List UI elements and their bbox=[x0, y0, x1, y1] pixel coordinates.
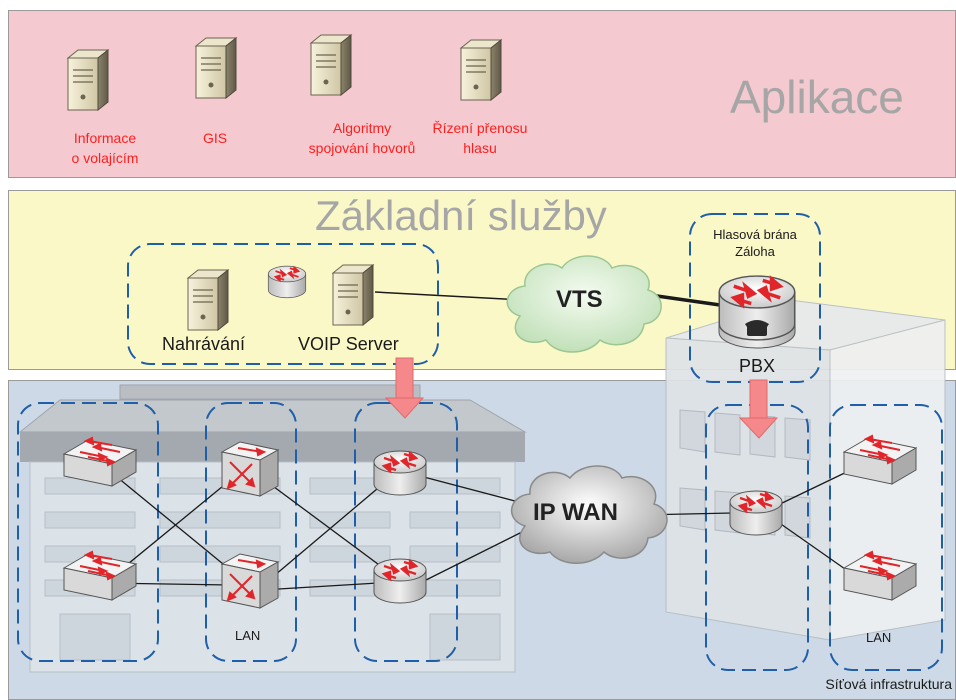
lan-group-access-left bbox=[17, 402, 159, 662]
lan-group-core-left bbox=[205, 402, 297, 662]
server-icon-voip bbox=[332, 264, 374, 326]
multilayer-switch-icon-bottom bbox=[221, 553, 279, 609]
link-voip-vts bbox=[374, 291, 523, 301]
pbx-label: PBX bbox=[739, 356, 776, 376]
core-services-group bbox=[127, 243, 439, 365]
ip-wan-cloud-icon bbox=[510, 465, 668, 564]
recording-label: Nahrávání bbox=[162, 334, 246, 354]
arrow-gateway-to-network-right bbox=[738, 379, 779, 439]
app-label-gis: GIS bbox=[202, 130, 228, 146]
applications-title: Aplikace bbox=[730, 71, 904, 123]
phone-icon bbox=[745, 320, 769, 336]
server-icon-recording bbox=[187, 269, 229, 331]
server-icon-voice-transfer bbox=[460, 39, 502, 101]
server-icon-gis bbox=[195, 37, 237, 99]
router-icon-core bbox=[267, 265, 307, 299]
ip-wan-label: IP WAN bbox=[533, 499, 618, 526]
app-label-voice-transfer: Řízení přenosu hlasu bbox=[432, 120, 528, 156]
gateway-label: Hlasová brána Záloha bbox=[713, 227, 797, 259]
arrow-core-to-network-left bbox=[384, 357, 425, 419]
router-icon-left-bottom bbox=[372, 557, 428, 605]
network-infrastructure-title: Síťová infrastruktura bbox=[825, 676, 952, 692]
lan-group-right bbox=[829, 404, 943, 671]
app-label-caller-info: Informace o volajícím bbox=[71, 130, 139, 166]
left-building-illustration bbox=[18, 384, 527, 673]
vts-cloud-icon bbox=[506, 255, 662, 353]
pbx-router-icon bbox=[717, 274, 797, 349]
server-icon-caller-info bbox=[67, 49, 109, 111]
link-vts-gateway bbox=[649, 293, 721, 307]
core-services-title: Základní služby bbox=[315, 192, 607, 239]
voip-server-label: VOIP Server bbox=[298, 334, 399, 354]
app-label-call-routing: Algoritmy spojování hovorů bbox=[308, 120, 416, 156]
lan-right-label: LAN bbox=[866, 630, 892, 645]
server-icon-call-routing bbox=[310, 34, 352, 96]
vts-label: VTS bbox=[556, 286, 603, 313]
lan-left-label: LAN bbox=[235, 628, 261, 643]
router-icon-left-top bbox=[372, 449, 428, 497]
router-icon-right bbox=[728, 489, 784, 537]
multilayer-switch-icon-top bbox=[221, 441, 279, 497]
